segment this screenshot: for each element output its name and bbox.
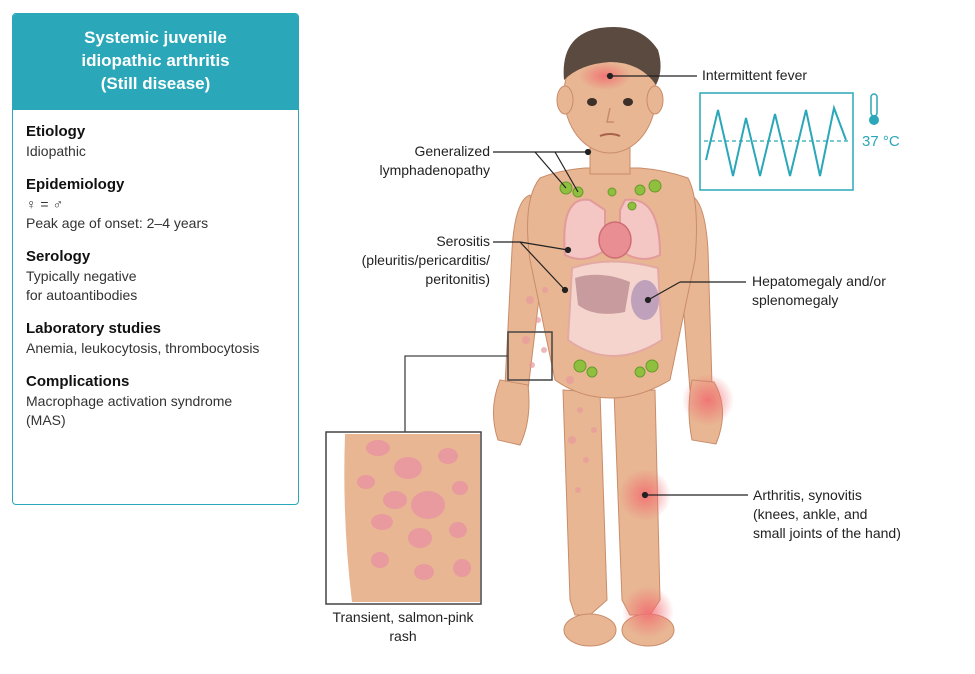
fever-label: Intermittent fever <box>702 67 808 83</box>
lymph-nodes <box>559 179 662 378</box>
right-hand <box>493 379 530 446</box>
lymph-node <box>634 366 646 378</box>
section-line: ♀ = ♂ <box>26 196 63 212</box>
lymph-node <box>627 201 637 211</box>
right-leg <box>562 389 608 616</box>
lymph-label-line2: lymphadenopathy <box>379 162 490 178</box>
serositis-callout-branch <box>519 241 569 251</box>
serositis-label-line2: (pleuritis/pericarditis/ <box>361 252 490 268</box>
right-eye <box>587 98 597 106</box>
section-title: Complications <box>26 373 130 390</box>
temperature-label: 37 °C <box>862 133 900 150</box>
heart <box>598 221 632 259</box>
callout-dot <box>584 148 592 156</box>
lymph-callout-branch <box>554 151 579 193</box>
section-title: Serology <box>26 248 91 265</box>
section-complications: Complications Macrophage activation synd… <box>26 372 284 430</box>
section-line: (MAS) <box>26 412 66 428</box>
section-line: Typically negative <box>26 268 137 284</box>
ankle-inflammation <box>622 586 674 638</box>
lymph-node <box>648 179 662 193</box>
nose <box>606 107 614 123</box>
card-title: Systemic juvenile idiopathic arthritis (… <box>13 14 298 110</box>
callout-dot <box>561 286 569 294</box>
lymph-node <box>607 187 617 197</box>
fever-curve <box>705 104 847 177</box>
callout-dot <box>644 296 652 304</box>
section-laboratory: Laboratory studies Anemia, leukocytosis,… <box>26 319 284 358</box>
lymph-node <box>645 359 659 373</box>
section-etiology: Etiology Idiopathic <box>26 122 284 161</box>
body-rash <box>522 287 597 493</box>
lymph-node <box>586 366 598 378</box>
lymph-node <box>634 184 646 196</box>
card-title-line: Systemic juvenile <box>84 28 227 47</box>
hepato-label-line1: Hepatomegaly and/or <box>752 273 886 289</box>
hair <box>563 26 661 85</box>
lymph-node <box>573 359 587 373</box>
callout-dot <box>606 72 614 80</box>
card-title-line: idiopathic arthritis <box>81 51 230 70</box>
section-title: Etiology <box>26 123 86 140</box>
hepato-callout-branch <box>647 281 681 301</box>
liver <box>575 274 630 314</box>
section-line: Peak age of onset: 2–4 years <box>26 215 209 231</box>
lymph-label-line1: Generalized <box>414 143 491 159</box>
rash-inset-spots <box>357 440 471 580</box>
lymph-callout-branch <box>534 151 567 189</box>
section-line: Idiopathic <box>26 143 86 159</box>
serositis-label-line1: Serositis <box>436 233 490 249</box>
section-line: for autoantibodies <box>26 287 138 303</box>
organs <box>563 198 664 357</box>
section-line: Anemia, leukocytosis, thrombocytosis <box>26 340 260 356</box>
left-ear <box>646 85 664 115</box>
hand-inflammation <box>682 374 734 426</box>
callout-dot <box>641 491 649 499</box>
card-body: Etiology Idiopathic Epidemiology ♀ = ♂ P… <box>13 110 298 430</box>
section-epidemiology: Epidemiology ♀ = ♂ Peak age of onset: 2–… <box>26 175 284 233</box>
rash-zoom-connector <box>404 355 508 432</box>
thermometer-icon <box>869 93 879 125</box>
right-ear <box>556 85 574 115</box>
arthritis-label-line1: Arthritis, synovitis <box>753 487 862 503</box>
right-lung <box>563 198 606 260</box>
card-title-line: (Still disease) <box>100 74 211 93</box>
serositis-label-line3: peritonitis) <box>425 271 490 287</box>
section-title: Epidemiology <box>26 176 125 193</box>
info-card: Systemic juvenile idiopathic arthritis (… <box>12 13 299 505</box>
rash-label-line2: rash <box>389 628 417 644</box>
hepato-label-line2: splenomegaly <box>752 292 839 308</box>
arthritis-label-line2: (knees, ankle, and <box>753 506 868 522</box>
arthritis-label-line3: small joints of the hand) <box>753 525 901 541</box>
section-serology: Serology Typically negative for autoanti… <box>26 247 284 305</box>
left-eye <box>623 98 633 106</box>
rash-label-line1: Transient, salmon-pink <box>332 609 474 625</box>
mouth <box>599 133 621 137</box>
callout-dot <box>564 246 572 254</box>
section-line: Macrophage activation syndrome <box>26 393 233 409</box>
right-foot <box>563 613 617 647</box>
serositis-callout-branch <box>519 241 566 291</box>
section-title: Laboratory studies <box>26 320 162 337</box>
forehead-fever-glow <box>579 62 631 90</box>
